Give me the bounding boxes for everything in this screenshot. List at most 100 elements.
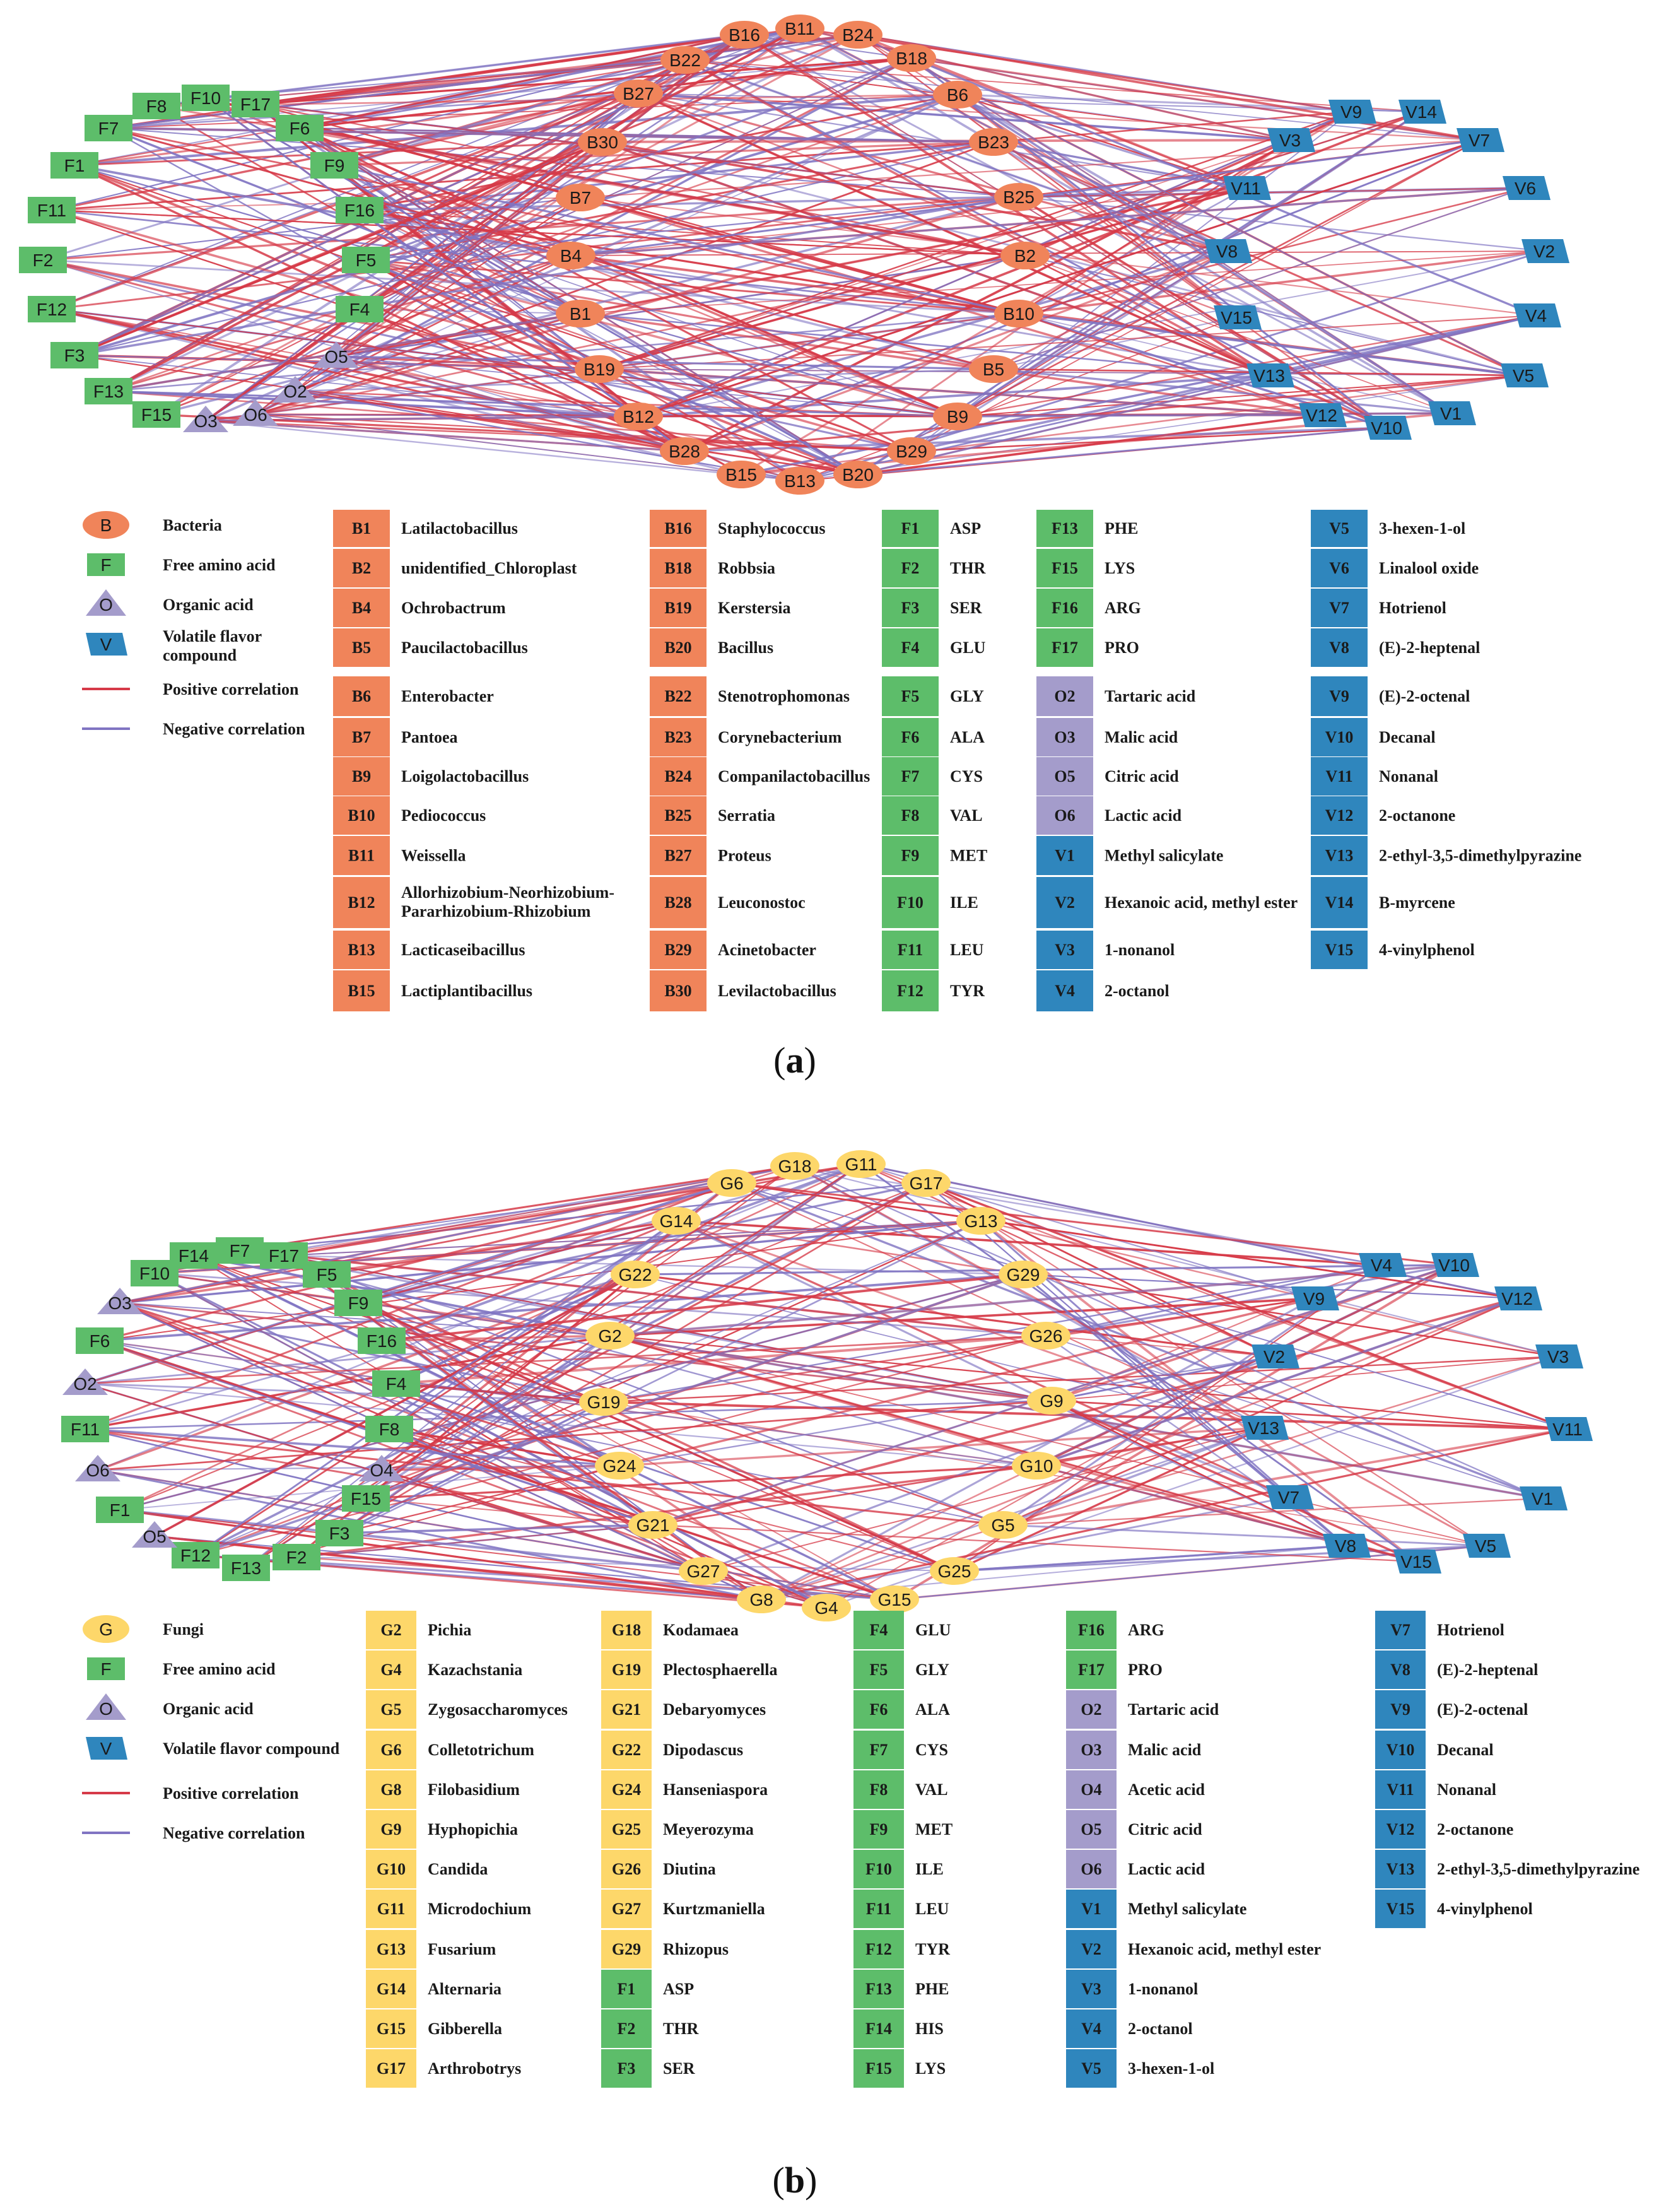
legend-table-code-cell — [853, 1611, 904, 1649]
node-label: B24 — [842, 25, 874, 45]
node-shape — [336, 296, 384, 322]
node-shape — [1545, 1417, 1593, 1441]
node-label: F3 — [64, 346, 85, 365]
legend-table-name: Arthrobotrys — [428, 2059, 521, 2078]
node-g19: G19 — [579, 1388, 628, 1416]
legend-table-code-cell — [333, 589, 390, 627]
positive-correlation-edge — [609, 1334, 1568, 1430]
legend-table-name: Methyl salicylate — [1105, 847, 1223, 865]
legend-table-code: V15 — [1387, 1900, 1415, 1918]
legend-table-name: Kurtzmaniella — [663, 1900, 765, 1918]
node-shape — [342, 247, 390, 273]
node-shape — [833, 21, 882, 49]
positive-correlation-edge — [108, 27, 800, 392]
node-label: F4 — [349, 300, 370, 319]
legend-table-code: O6 — [1054, 806, 1075, 825]
node-shape — [314, 341, 359, 368]
legend-table-name: Latilactobacillus — [401, 519, 518, 538]
node-label: V8 — [1216, 242, 1238, 261]
legend-table-code-cell — [366, 1690, 416, 1729]
positive-correlation-edge — [389, 1428, 620, 1467]
node-shape — [276, 115, 324, 141]
negative-correlation-edge — [1018, 312, 1524, 377]
node-shape — [1204, 239, 1252, 263]
legend-table-code: G29 — [612, 1940, 641, 1958]
legend-rect-icon — [87, 553, 125, 576]
node-shape — [1393, 1550, 1441, 1574]
positive-correlation-edge — [794, 1165, 1486, 1547]
node-b19: B19 — [575, 355, 624, 383]
positive-correlation-edge — [195, 1334, 1047, 1556]
legend-table-name: PHE — [915, 1980, 949, 1998]
node-label: B6 — [947, 85, 968, 105]
node-shape — [1521, 239, 1569, 263]
node-shape — [85, 115, 132, 141]
positive-correlation-edge — [283, 1254, 955, 1572]
legend-table-code: G22 — [612, 1741, 641, 1759]
node-label: B27 — [623, 84, 654, 103]
legend-table-code: F11 — [898, 941, 923, 959]
negative-correlation-edge — [85, 1382, 604, 1403]
node-label: F2 — [33, 250, 54, 270]
legend-table-code-cell — [882, 676, 939, 716]
legend-table-code-cell — [1066, 1970, 1117, 2008]
node-g27: G27 — [679, 1557, 728, 1585]
node-f16: F16 — [358, 1327, 406, 1354]
legend-table-name: Hexanoic acid, methyl ester — [1128, 1940, 1321, 1958]
legend-table-name: Lactic acid — [1105, 806, 1182, 825]
negative-correlation-edge — [85, 1428, 704, 1572]
negative-correlation-edge — [1002, 1524, 1486, 1547]
node-label: V8 — [1335, 1536, 1356, 1556]
node-b4: B4 — [546, 242, 595, 269]
legend-table-name: Serratia — [718, 806, 775, 825]
legend-table-name: PRO — [1105, 638, 1139, 657]
node-f3: F3 — [315, 1520, 363, 1546]
legend-table-code-cell — [882, 628, 939, 667]
legend-table-code: F16 — [1078, 1621, 1105, 1639]
node-label: F7 — [98, 119, 119, 138]
node-shape — [1021, 1322, 1070, 1350]
legend-table-code-cell — [650, 970, 707, 1011]
positive-correlation-edge — [911, 139, 1480, 452]
legend-table-code-cell — [366, 2049, 416, 2088]
node-label: B1 — [570, 304, 591, 324]
positive-correlation-edge — [857, 414, 1322, 476]
negative-correlation-edge — [42, 259, 1019, 315]
positive-correlation-edge — [799, 27, 1352, 113]
positive-correlation-edge — [744, 34, 1387, 428]
legend-table-code-cell — [333, 796, 390, 835]
negative-correlation-edge — [857, 314, 1537, 476]
negative-correlation-edge — [74, 164, 958, 418]
positive-correlation-edge — [154, 1273, 636, 1538]
negative-correlation-edge — [761, 1297, 1315, 1601]
node-f8: F8 — [365, 1416, 413, 1442]
legend-table-code-cell — [601, 2009, 652, 2048]
node-label: F5 — [356, 250, 377, 270]
node-label: F8 — [379, 1420, 400, 1439]
negative-correlation-edge — [957, 93, 1228, 252]
node-f2: F2 — [19, 247, 67, 273]
legend-item-line-neg: Negative correlation — [82, 720, 305, 738]
node-label: V12 — [1306, 406, 1337, 425]
node-label: V2 — [1264, 1347, 1285, 1367]
legend-table-name: Meyerozyma — [663, 1820, 754, 1838]
legend-table-code-cell — [1311, 549, 1368, 587]
node-v2: V2 — [1521, 239, 1569, 263]
legend-table-code-cell — [882, 757, 939, 796]
legend-table-code-cell — [882, 836, 939, 875]
legend-symbol: O — [99, 595, 113, 615]
legend-table-code-cell — [366, 1611, 416, 1649]
legend-table-code-cell — [882, 549, 939, 587]
node-label: B29 — [896, 442, 927, 461]
